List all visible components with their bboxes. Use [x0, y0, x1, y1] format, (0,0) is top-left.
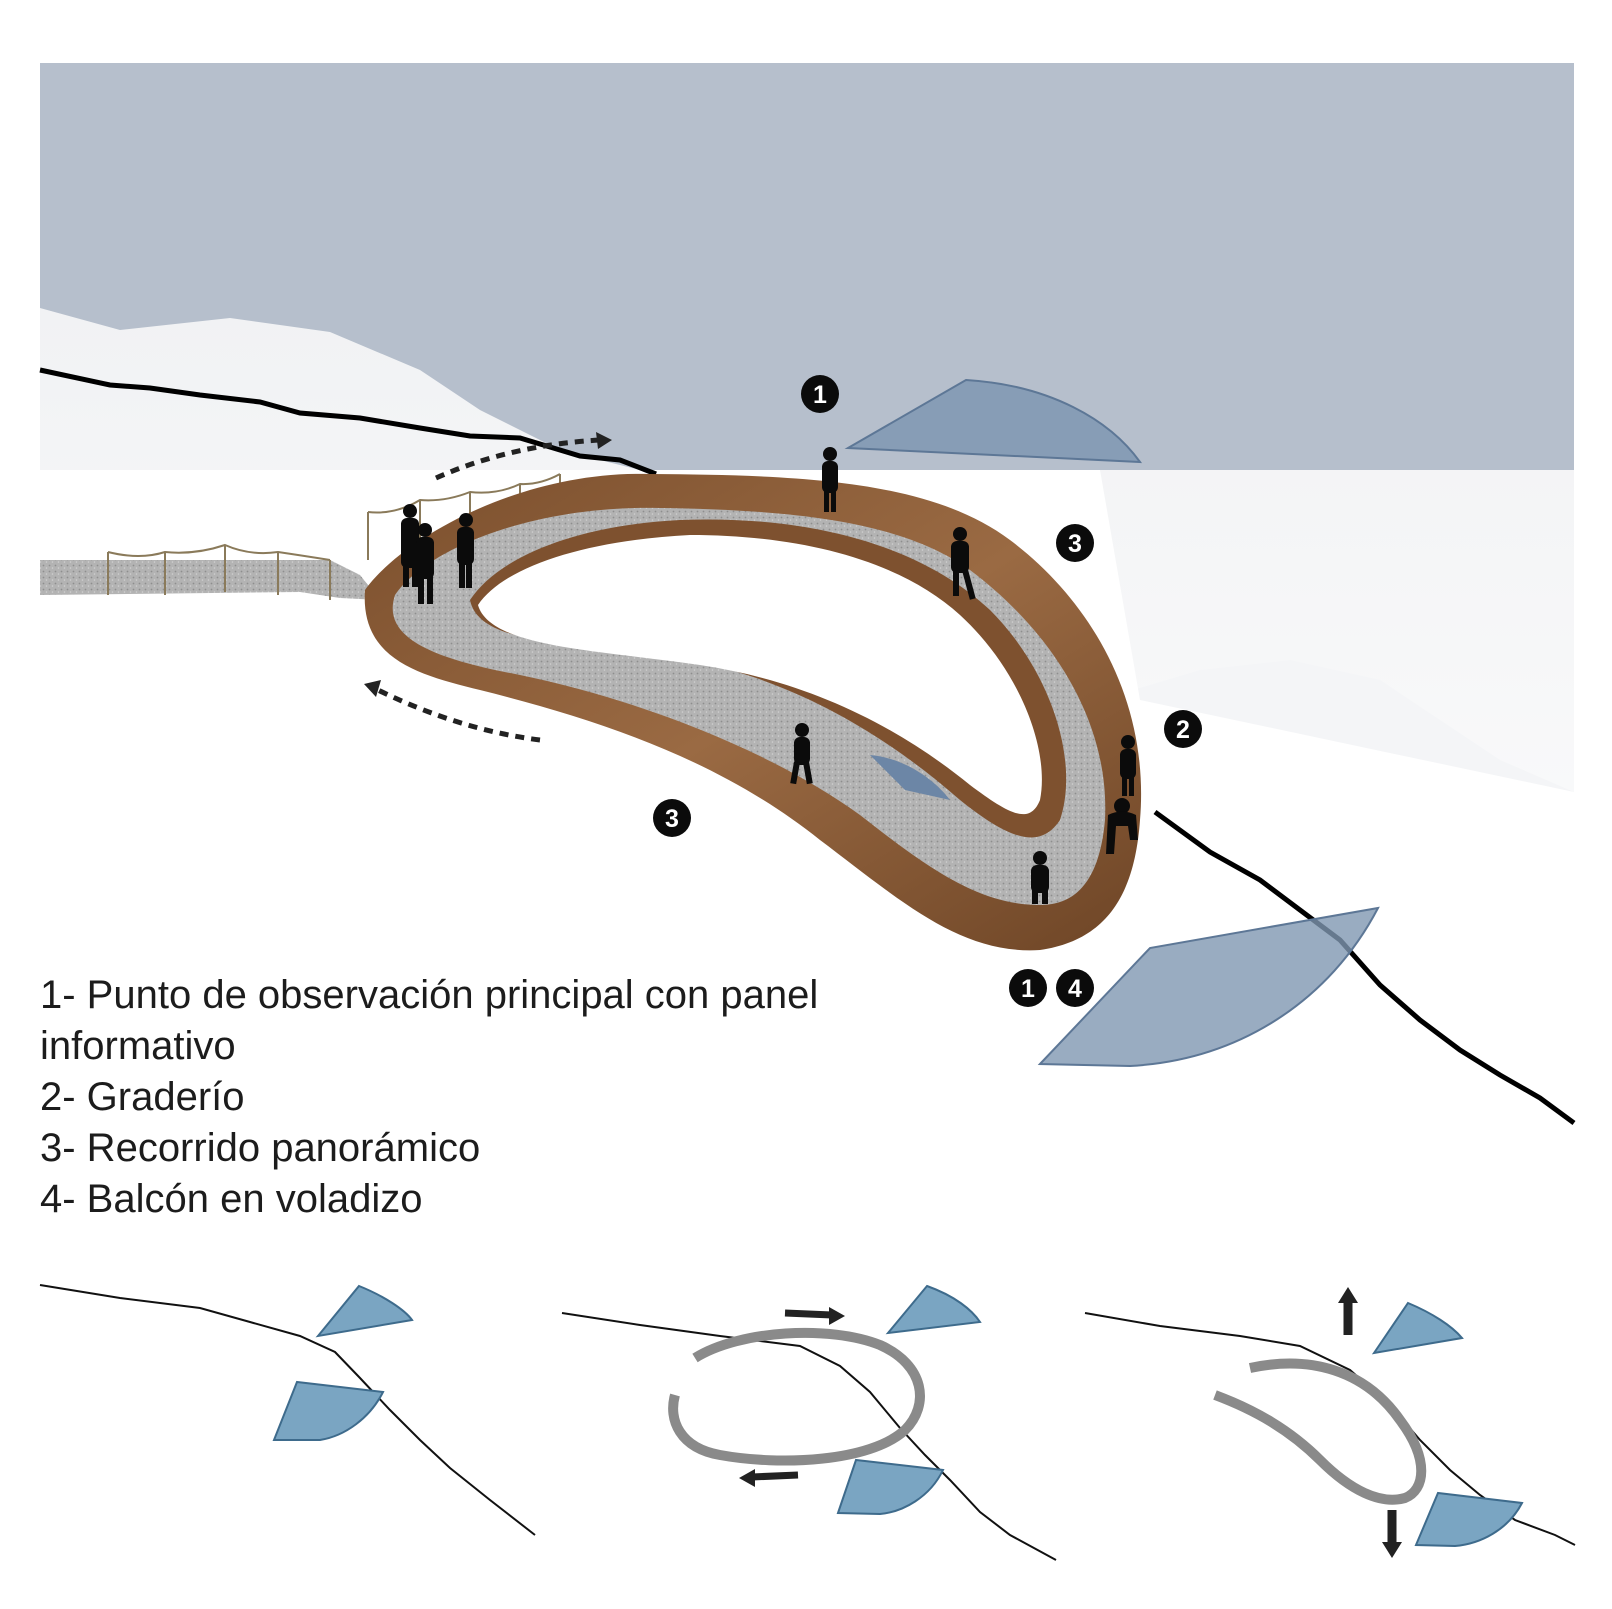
svg-text:4: 4: [1068, 975, 1082, 1003]
marker-3-bottom: 3: [653, 799, 691, 837]
person-silhouette: [1106, 798, 1138, 854]
direction-arrow-lower-head: [364, 680, 381, 697]
diagram-balcony-lower: [836, 1458, 945, 1516]
legend-item-4: 4- Balcón en voladizo: [40, 1177, 423, 1221]
marker-4-lower: 4: [1056, 969, 1094, 1007]
ring-inner-void: [478, 535, 1042, 815]
void-glass-glimpse: [870, 755, 950, 800]
diagram-balcony-lower: [272, 1380, 385, 1441]
person-silhouette: [457, 513, 474, 588]
legend-item-3: 3- Recorrido panorámico: [40, 1126, 481, 1170]
approach-path: [40, 560, 380, 600]
direction-arrow-lower: [376, 687, 541, 743]
person-silhouette: [822, 447, 838, 512]
diagram-arrow-left: [751, 1471, 799, 1481]
concept-diagram-1: [39, 1284, 536, 1536]
diagram-arrow-left-head: [739, 1469, 755, 1487]
legend: 1- Punto de observación principal con pa…: [40, 970, 1000, 1225]
diagram-terrain-line: [39, 1284, 536, 1536]
person-silhouette: [790, 723, 813, 785]
concept-diagram-2: [561, 1284, 1057, 1561]
people-silhouettes: [401, 447, 1138, 904]
person-silhouette: [416, 523, 434, 604]
marker-2-right: 2: [1164, 710, 1202, 748]
svg-text:3: 3: [1068, 530, 1082, 558]
diagram-arrow-right-head: [829, 1307, 845, 1325]
diagram-balcony-upper: [1371, 1301, 1464, 1355]
svg-text:1: 1: [813, 381, 827, 409]
legend-item-1-line-1: 1- Punto de observación principal con pa…: [40, 973, 819, 1017]
diagram-balcony-upper: [315, 1284, 414, 1338]
terrain-profile-line: [39, 367, 657, 477]
legend-item-2: 2- Graderío: [40, 1075, 245, 1119]
concept-diagram-3: [1084, 1287, 1576, 1558]
terrain-profile-line-lower: [1153, 809, 1576, 1126]
path-railing: [107, 473, 561, 600]
balcony-upper: [844, 378, 1143, 464]
person-silhouette: [401, 504, 419, 587]
svg-text:3: 3: [665, 805, 679, 833]
direction-arrow-upper: [434, 437, 601, 481]
diagram-arrow-down-head: [1382, 1542, 1402, 1558]
marker-1-lower: 1: [1009, 969, 1047, 1007]
svg-text:2: 2: [1176, 716, 1190, 744]
person-silhouette: [1031, 851, 1049, 904]
diagram-arrow-up-head: [1338, 1287, 1358, 1303]
diagram-balcony-upper: [885, 1284, 982, 1335]
person-silhouette: [951, 527, 976, 600]
marker-1-top: 1: [801, 375, 839, 413]
balcony-lower: [1037, 906, 1380, 1068]
legend-item-1-line-2: informativo: [40, 1024, 236, 1068]
person-silhouette: [1120, 735, 1136, 796]
diagram-terrain-line: [561, 1312, 1057, 1561]
diagram-balcony-lower: [1414, 1491, 1524, 1548]
diagram-arrow-right: [784, 1309, 833, 1319]
diagram-curved-path: [1213, 1358, 1427, 1505]
diagram-loop-path: [668, 1327, 925, 1466]
marker-3-right: 3: [1056, 524, 1094, 562]
direction-arrow-upper-head: [596, 432, 612, 449]
svg-text:1: 1: [1021, 975, 1035, 1003]
